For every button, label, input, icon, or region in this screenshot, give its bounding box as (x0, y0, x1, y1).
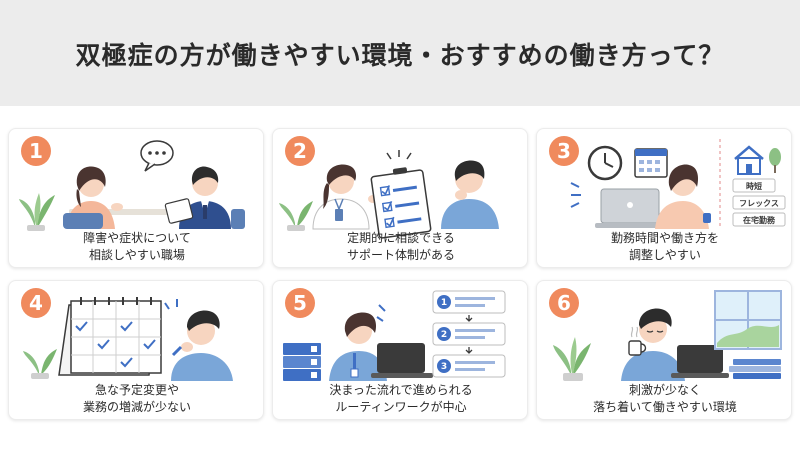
card-caption: 刺激が少なく 落ち着いて働きやすい環境 (593, 383, 737, 414)
step-list-icon: 1 2 3 (432, 290, 506, 378)
support-illustration (279, 150, 499, 239)
calm-environment-illustration (553, 290, 782, 381)
man-figure-icon (441, 160, 499, 229)
tag-short-hours: 時短 (732, 178, 776, 193)
card-caption: 勤務時間や働き方を 調整しやすい (610, 231, 719, 262)
laptop-icon (595, 188, 665, 228)
binders-icon (283, 343, 321, 381)
card-caption: 決まった流れで進められる ルーティンワークが中心 (329, 383, 473, 414)
svg-text:フレックス: フレックス (739, 198, 779, 208)
card-flexible-hours: 3 (536, 128, 792, 268)
card-support: 2 (272, 128, 528, 268)
woman-figure-icon (63, 166, 123, 229)
house-icon (734, 145, 764, 175)
card-number-badge: 2 (285, 136, 315, 166)
consultation-illustration (19, 140, 245, 231)
man-figure-icon (621, 308, 685, 381)
svg-text:2: 2 (441, 330, 447, 340)
speech-bubble-icon (140, 140, 174, 172)
card-routine-work: 5 1 (272, 280, 528, 420)
card-number-badge: 5 (285, 288, 315, 318)
card-number-badge: 6 (549, 288, 579, 318)
flexible-hours-illustration: 時短 フレックス 在宅勤務 (570, 139, 786, 229)
tag-remote-work: 在宅勤務 (732, 212, 786, 227)
svg-text:在宅勤務: 在宅勤務 (743, 215, 776, 225)
laptop-icon (671, 345, 729, 378)
calendar-icon (58, 297, 162, 376)
books-icon (729, 359, 781, 379)
card-consultation: 1 (8, 128, 264, 268)
card-caption: 定期的に相談できる サポート体制がある (346, 231, 455, 262)
card-stable-schedule: 4 (8, 280, 264, 420)
svg-text:1: 1 (441, 298, 447, 308)
card-grid: 1 (8, 128, 792, 420)
man-figure-icon (171, 310, 233, 381)
svg-text:時短: 時短 (746, 181, 762, 191)
tree-icon (769, 148, 781, 173)
card-number-badge: 3 (549, 136, 579, 166)
plant-icon (19, 193, 55, 231)
window-icon (714, 290, 782, 350)
woman-figure-icon (655, 164, 709, 229)
clock-icon (587, 145, 623, 181)
plant-icon (279, 201, 313, 231)
card-caption: 急な予定変更や 業務の増減が少ない (82, 383, 191, 414)
stable-schedule-illustration (23, 297, 233, 381)
coffee-cup-icon (628, 326, 647, 356)
woman-figure-icon (312, 164, 378, 230)
card-caption: 障害や症状について 相談しやすい職場 (83, 231, 191, 262)
tag-flextime: フレックス (732, 195, 786, 210)
page-title: 双極症の方が働きやすい環境・おすすめの働き方って？ (75, 41, 725, 70)
routine-work-illustration: 1 2 3 (283, 290, 506, 381)
card-number-badge: 4 (21, 288, 51, 318)
svg-text:3: 3 (441, 362, 447, 372)
laptop-icon (371, 343, 433, 378)
man-figure-icon (164, 166, 245, 229)
checklist-icon (370, 150, 432, 239)
header: 双極症の方が働きやすい環境・おすすめの働き方って？ (0, 0, 800, 106)
calendar-icon (634, 148, 668, 178)
plant-icon (553, 337, 591, 381)
card-number-badge: 1 (21, 136, 51, 166)
card-calm-environment: 6 (536, 280, 792, 420)
plant-icon (23, 349, 57, 379)
